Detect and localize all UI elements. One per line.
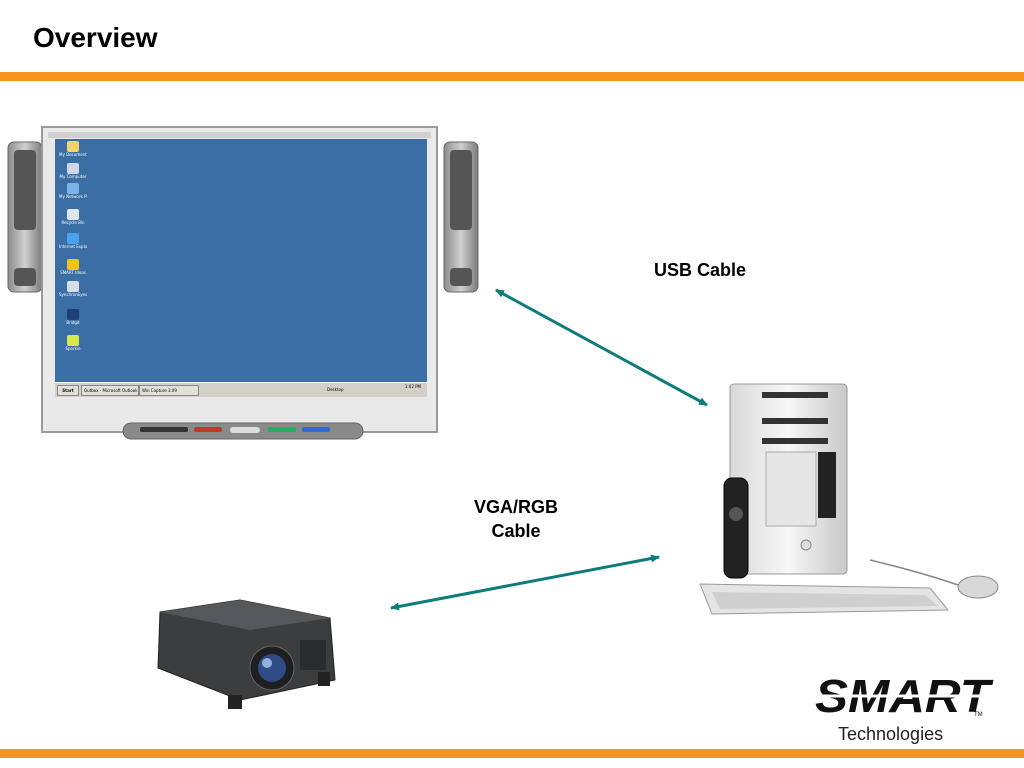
slide-title: Overview [33,22,158,53]
mouse [957,575,999,599]
desktop-icon-synchroneyes: SynchronEyes Teacher 5.1 [59,281,87,297]
taskbar-item-wincapture[interactable]: Win Capture 3.09 [139,385,199,396]
remote-control [723,477,749,579]
usb-cable-arrow [495,288,708,407]
desktop-icon-network-places: My Network Places [59,183,87,199]
vga-cable-label-line1: VGA/RGB [473,497,558,517]
desktop-icon-recycle-bin: Recycle Bin [59,209,87,225]
desktop-icon-sparkie: Sparkie [59,335,87,351]
smart-logo: SMART TM Technologies [812,670,994,744]
computer [699,383,999,615]
taskbar: Start Outbox - Microsoft Outlook Win Cap… [55,382,427,397]
desktop-icon-bridgit: Bridgit [59,309,87,325]
bottom-accent-bar [0,749,1024,758]
taskbar-clock: 1:02 PM [404,384,421,389]
desktop-icon-my-documents: My Documents [59,141,87,157]
projector [157,599,336,709]
top-accent-bar [0,72,1024,81]
start-button[interactable]: Start [57,385,79,396]
whiteboard-screen: My Documents My Computer My Network Plac… [55,139,427,397]
taskbar-desktop-label: Desktop [327,387,344,392]
vga-cable-arrow [390,554,660,611]
taskbar-item-outlook[interactable]: Outbox - Microsoft Outlook [81,385,139,396]
desktop-icon-smart-ideas: SMART Ideas [59,259,87,275]
vga-cable-label-line2: Cable [491,521,541,541]
usb-cable-label: USB Cable [653,260,747,280]
vga-cable-label: VGA/RGB Cable [440,495,592,543]
desktop-icon-internet-explorer: Internet Explorer [59,233,87,249]
logo-tagline: Technologies [838,724,943,744]
logo-tm: TM [974,712,983,718]
desktop-icon-my-computer: My Computer [59,163,87,179]
